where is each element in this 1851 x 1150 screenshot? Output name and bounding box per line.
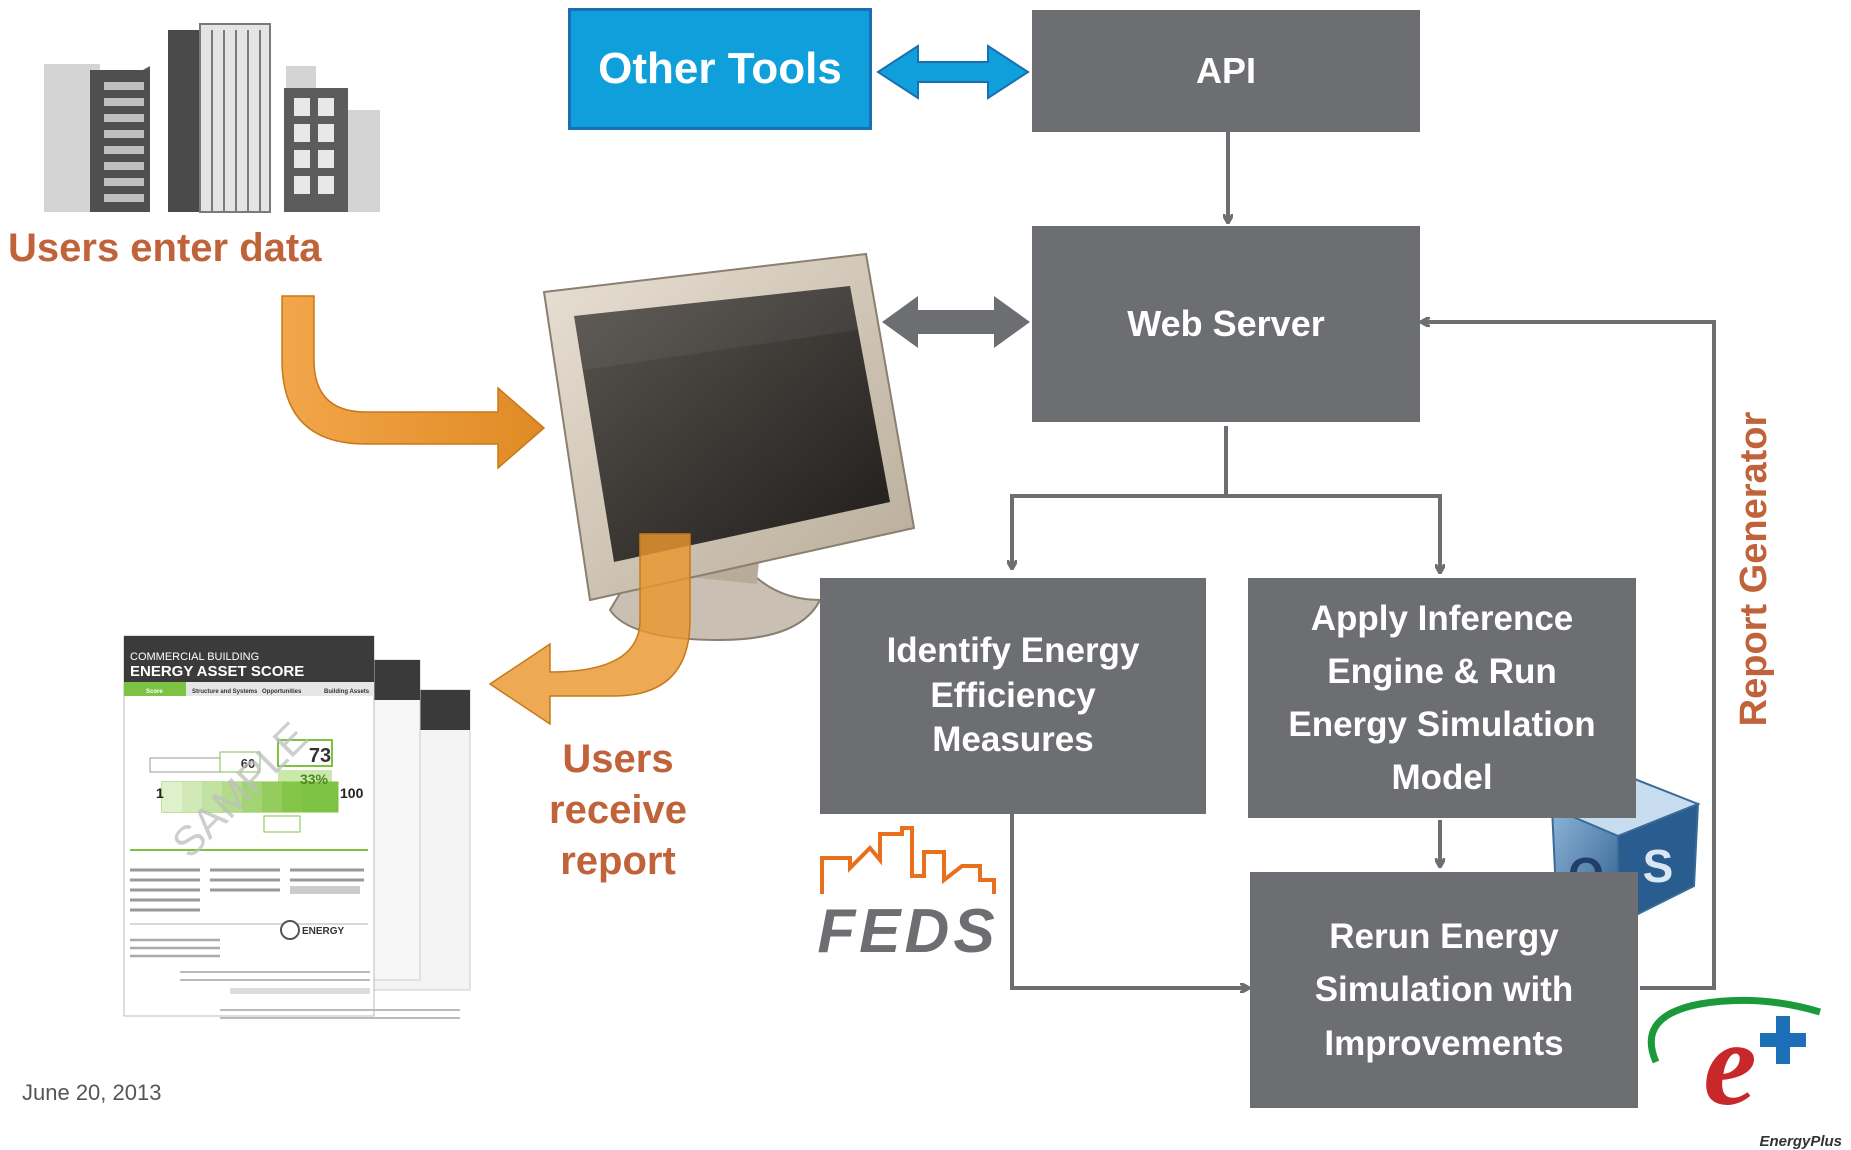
doe-logo-text: ENERGY (302, 926, 345, 937)
users-receive-report-label: Users receive report (530, 734, 706, 888)
report-scale-high: 100 (340, 785, 364, 801)
report-tab-structure: Structure and Systems (192, 689, 258, 695)
api-label: API (1195, 50, 1256, 92)
feds-logo: FEDS (817, 826, 998, 966)
report-tab-assets: Building Assets (324, 689, 370, 695)
energyplus-logo: e EnergyPlus (1647, 996, 1842, 1150)
monitor-webserver-arrow (882, 296, 1030, 348)
users-receive-line-3: report (560, 839, 676, 884)
openstudio-letter-s: S (1643, 840, 1674, 892)
report-pages-icon: COMMERCIAL BUILDING ENERGY ASSET SCORE S… (123, 635, 471, 1019)
report-title-line2: ENERGY ASSET SCORE (130, 663, 304, 680)
energyplus-mark: e (1703, 997, 1756, 1130)
rerun-box: Rerun Energy Simulation with Improvement… (1250, 872, 1638, 1108)
users-receive-line-1: Users (562, 737, 674, 781)
apply-inference-box: Apply Inference Engine & Run Energy Simu… (1248, 578, 1636, 818)
date-label: June 20, 2013 (22, 1080, 162, 1105)
identify-eem-box: Identify Energy Efficiency Measures (820, 578, 1206, 814)
report-scale-low: 1 (156, 785, 164, 801)
computer-monitor-icon (542, 252, 916, 642)
identify-eem-line-2: Efficiency (930, 675, 1096, 715)
users-receive-line-2: receive (549, 788, 687, 833)
apply-inference-line-3: Energy Simulation (1288, 705, 1596, 744)
other-tools-label: Other Tools (598, 44, 842, 94)
energyplus-wordmark: EnergyPlus (1759, 1133, 1842, 1150)
report-tab-score: Score (146, 689, 163, 695)
connector-lines (1012, 132, 1716, 988)
report-current-score: 60 (241, 756, 255, 771)
other-tools-box: Other Tools (568, 8, 872, 130)
identify-eem-line-3: Measures (932, 720, 1094, 760)
users-enter-data-label: Users enter data (8, 226, 322, 270)
apply-inference-line-1: Apply Inference (1310, 598, 1574, 638)
report-generator-label: Report Generator (1733, 411, 1775, 727)
report-tab-opportunities: Opportunities (262, 689, 302, 695)
rerun-line-3: Improvements (1324, 1023, 1564, 1063)
feds-logo-text: FEDS (817, 897, 998, 966)
input-arrow (281, 295, 546, 470)
apply-inference-line-4: Model (1391, 758, 1493, 798)
other-tools-api-arrow (876, 44, 1030, 100)
apply-inference-line-2: Engine & Run (1327, 651, 1557, 691)
api-box: API (1032, 10, 1420, 132)
rerun-line-2: Simulation with (1314, 970, 1574, 1010)
report-title-line1: COMMERCIAL BUILDING (130, 651, 259, 663)
output-arrow (488, 533, 691, 726)
identify-eem-line-1: Identify Energy (886, 630, 1140, 670)
report-savings-percent: 33% (300, 771, 329, 787)
building-icon (44, 23, 380, 213)
report-upgrade-score: 73 (309, 745, 331, 767)
web-server-box: Web Server (1032, 226, 1420, 422)
web-server-label: Web Server (1127, 303, 1325, 345)
rerun-line-1: Rerun Energy (1329, 917, 1559, 957)
